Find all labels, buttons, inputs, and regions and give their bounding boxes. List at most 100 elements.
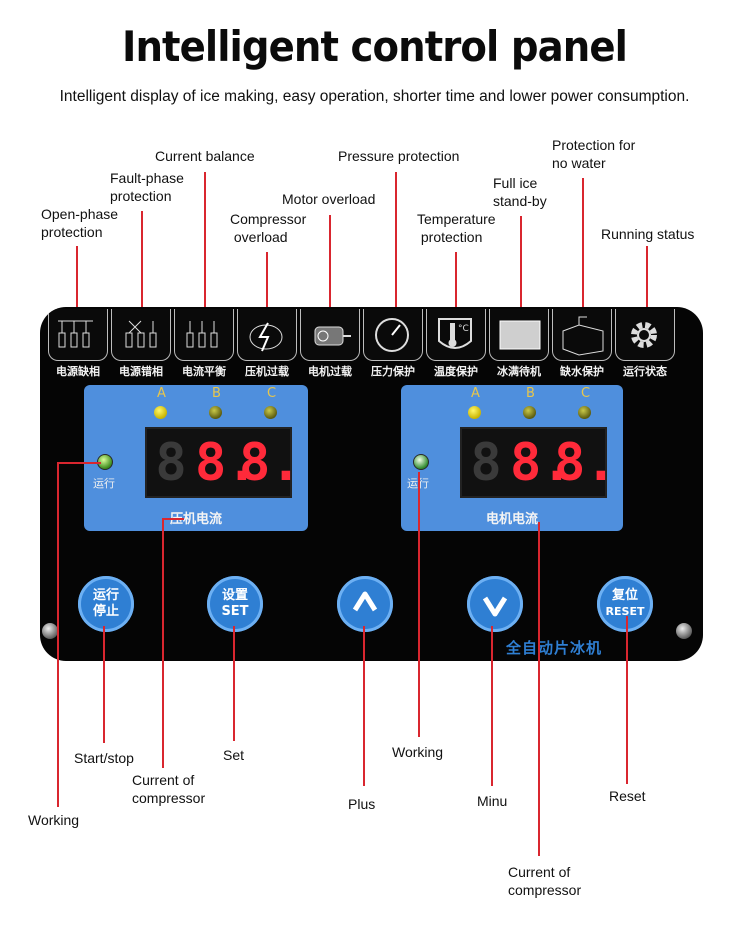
full-ice-icon [489, 309, 549, 361]
leader-line [626, 616, 628, 784]
callout-pressure-protection: Pressure protection [338, 148, 460, 164]
phase-label-a: A [471, 386, 480, 401]
open-phase-icon [48, 309, 108, 361]
set-button[interactable]: 设置 SET [207, 576, 263, 632]
control-panel: 电源缺相 电源错相 电流平衡 压机过载 电机过载 压力保护 °C 温度保护 冰满… [40, 307, 703, 661]
working-led-label: 运行 [93, 477, 115, 490]
callout-full-ice: Full ice stand-by [493, 175, 547, 209]
start-stop-button[interactable]: 运行 停止 [78, 576, 134, 632]
callout-reset: Reset [609, 788, 646, 804]
minus-button[interactable] [467, 576, 523, 632]
compressor-current-display: A B C 运行 8 8. 8. 压机电流 [84, 385, 308, 531]
phase-label-c: C [267, 386, 277, 401]
leader-line [103, 626, 105, 743]
callout-minu: Minu [477, 793, 508, 809]
segment-display: 8 8. 8. [145, 427, 302, 498]
motor-overload-icon [300, 309, 360, 361]
leader-line [233, 626, 235, 741]
leader-line [395, 172, 397, 310]
leader-line [162, 518, 184, 520]
leader-line [418, 472, 420, 737]
leader-line [162, 518, 164, 768]
phase-label-b: B [526, 386, 535, 401]
phase-a-led [468, 406, 481, 419]
working-led [413, 454, 429, 470]
icon-label: 压力保护 [371, 365, 415, 378]
icon-label: 运行状态 [623, 365, 667, 378]
icon-label: 电机过载 [308, 365, 352, 378]
chevron-down-icon [482, 596, 508, 617]
leader-line [582, 178, 584, 310]
button-label: 设置 [221, 588, 248, 603]
leader-line [266, 252, 268, 310]
callout-working-right: Working [392, 744, 444, 760]
callout-temperature-protection: Temperature protection [417, 211, 496, 245]
callout-compressor-overload: Compressor overload [230, 211, 307, 245]
phase-a-led [154, 406, 167, 419]
leader-line [491, 626, 493, 786]
icon-label: 电源缺相 [56, 365, 100, 378]
callout-fault-phase: Fault-phase protection [110, 170, 184, 204]
button-label: 停止 [92, 604, 119, 619]
leader-line [57, 462, 101, 464]
leader-line [204, 172, 206, 310]
button-label: RESET [605, 605, 645, 618]
phase-c-led [578, 406, 591, 419]
digit: 8. [239, 433, 302, 493]
callout-set: Set [223, 747, 245, 763]
plus-button[interactable] [337, 576, 393, 632]
page-subtitle: Intelligent display of ice making, easy … [59, 88, 690, 105]
button-label: 运行 [92, 588, 119, 603]
digit: 8 [470, 433, 502, 493]
phase-label-a: A [157, 386, 166, 401]
callout-open-phase: Open-phase protection [41, 206, 119, 240]
fault-phase-icon [111, 309, 171, 361]
phase-c-led [264, 406, 277, 419]
segment-display: 8 8. 8. [460, 427, 617, 498]
callout-current-of-compressor-2: Current of compressor [508, 864, 582, 898]
digit: 8. [554, 433, 617, 493]
leader-line [329, 215, 331, 310]
leader-line [538, 522, 540, 856]
reset-button[interactable]: 复位 RESET [597, 576, 653, 632]
motor-current-display: A B C 运行 8 8. 8. 电机电流 [401, 385, 623, 531]
callout-no-water: Protection for no water [552, 137, 636, 171]
callout-working-left: Working [28, 812, 80, 828]
chevron-up-icon [352, 591, 378, 612]
callout-running-status: Running status [601, 226, 695, 242]
phase-label-b: B [212, 386, 221, 401]
no-water-icon [552, 309, 612, 361]
gear-icon [615, 309, 675, 361]
leader-line [520, 216, 522, 310]
icon-label: 冰满待机 [497, 365, 541, 378]
digit: 8. [510, 433, 573, 493]
leader-line [455, 252, 457, 310]
button-label: SET [221, 604, 249, 619]
pressure-gauge-icon [363, 309, 423, 361]
leader-line [363, 626, 365, 786]
callout-start-stop: Start/stop [74, 750, 134, 766]
callout-motor-overload: Motor overload [282, 191, 376, 207]
callout-plus: Plus [348, 796, 376, 812]
leader-line [141, 211, 143, 310]
icon-label: 温度保护 [434, 365, 478, 378]
brand-label: 全自动片冰机 [506, 639, 603, 657]
leader-line [57, 462, 59, 807]
phase-b-led [523, 406, 536, 419]
icon-label: 电源错相 [119, 365, 163, 378]
button-label: 复位 [611, 588, 638, 603]
phase-b-led [209, 406, 222, 419]
display-caption: 压机电流 [169, 512, 222, 527]
screw-icon [676, 623, 692, 639]
icon-label: 缺水保护 [560, 365, 604, 378]
leader-line [646, 246, 648, 310]
digit: 8 [155, 433, 187, 493]
thermometer-icon: °C [426, 309, 486, 361]
phase-label-c: C [581, 386, 591, 401]
screw-icon [42, 623, 58, 639]
leader-line [76, 246, 78, 310]
page-title: Intelligent control panel [121, 22, 628, 71]
compressor-overload-icon [237, 309, 297, 361]
callout-current-of-compressor: Current of compressor [132, 772, 206, 806]
current-balance-icon [174, 309, 234, 361]
